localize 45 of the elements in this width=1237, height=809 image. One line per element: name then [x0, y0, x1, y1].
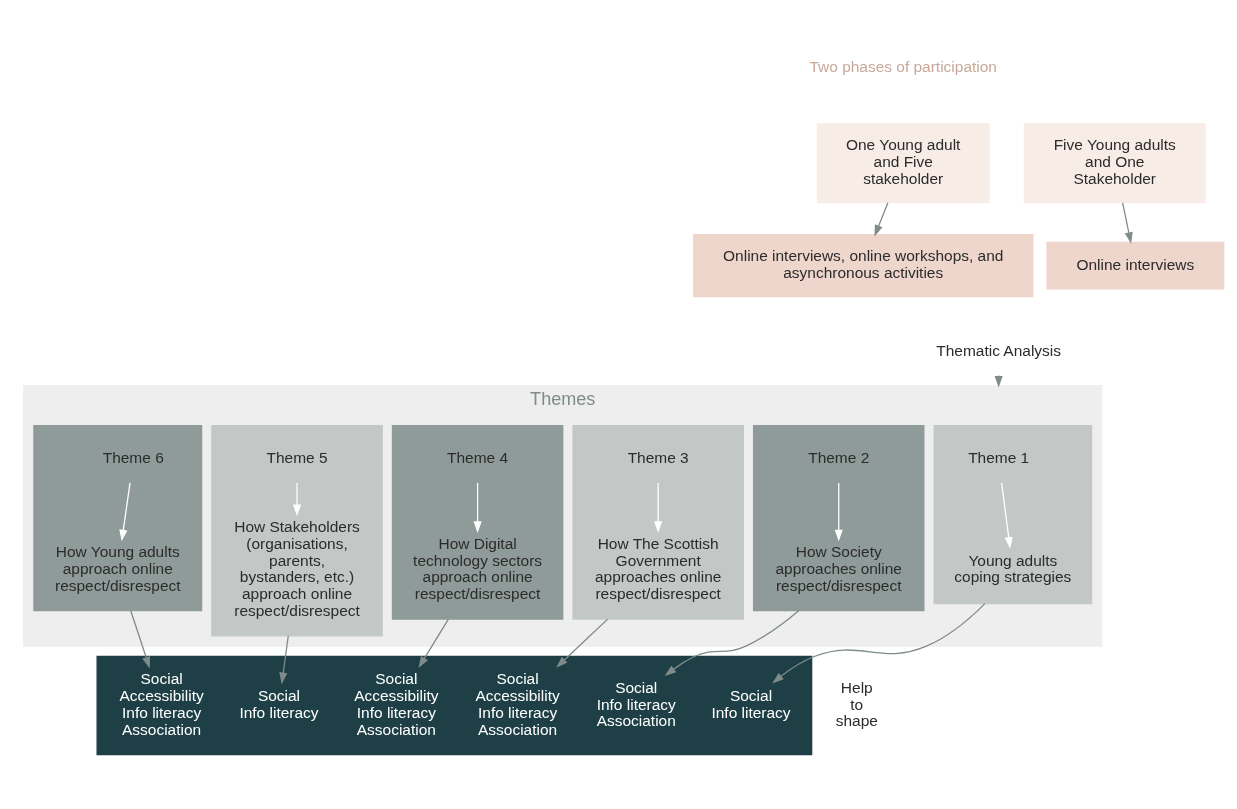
arrow	[279, 634, 289, 684]
cluster	[933, 424, 1093, 604]
node-label: Help to shape	[835, 678, 878, 729]
node-text: Theme 6	[102, 448, 164, 466]
arrow	[772, 602, 986, 683]
label: Two phases of participation	[809, 57, 997, 75]
node-text: How Young adults approach online respect/disrespect	[54, 542, 181, 594]
arrow	[556, 617, 609, 668]
node-box: Online interviews, online workshops, and asynchronous activities	[693, 233, 1034, 297]
cluster	[572, 424, 744, 620]
node-text: Theme 3	[627, 448, 689, 466]
node-text: Thematic Analysis	[936, 341, 1061, 359]
node-box: Five Young adults and One Stakeholder	[1023, 122, 1206, 203]
node-box: One Young adult and Five stakeholder	[816, 122, 990, 203]
arrow	[664, 609, 800, 676]
node-text: Social Info literacy Association	[596, 678, 676, 729]
cluster	[752, 424, 925, 611]
node-text: How Stakeholders (organisations, parents, bystanders, etc.) approach online respect/disrespect	[234, 517, 360, 619]
node-text: Theme 1	[968, 448, 1030, 466]
cluster	[33, 424, 203, 611]
arrow	[1000, 481, 1013, 549]
node-text: How Digital technology sectors approach online respect/disrespect	[413, 534, 543, 602]
node-box: Online interviews	[1046, 241, 1225, 290]
node-text: Theme 4	[447, 448, 509, 466]
node-text: How Society approaches online respect/disrespect	[775, 542, 902, 594]
arrow	[1122, 201, 1133, 244]
arrow	[654, 481, 663, 533]
cluster	[211, 424, 383, 636]
arrow	[292, 481, 302, 516]
arrow	[119, 481, 131, 541]
node-text: Social Accessibility Info literacy Association	[354, 669, 439, 738]
node-text: Theme 5	[266, 448, 328, 466]
node-text: Social Info literacy	[711, 686, 791, 721]
arrow	[130, 609, 150, 668]
node-text: Social Accessibility Info literacy Association	[475, 669, 560, 738]
arrow	[473, 481, 482, 533]
arrow	[418, 617, 450, 668]
arrow	[834, 481, 843, 541]
node-text: Theme 2	[808, 448, 870, 466]
cluster	[391, 424, 564, 620]
node-text: Social Accessibility Info literacy Association	[119, 669, 204, 738]
node-text: Social Info literacy	[239, 686, 319, 721]
node-text: Young adults coping strategies	[954, 551, 1072, 585]
node-text: How The Scottish Government approaches online respect/disrespect	[594, 534, 722, 602]
arrow	[874, 201, 889, 236]
